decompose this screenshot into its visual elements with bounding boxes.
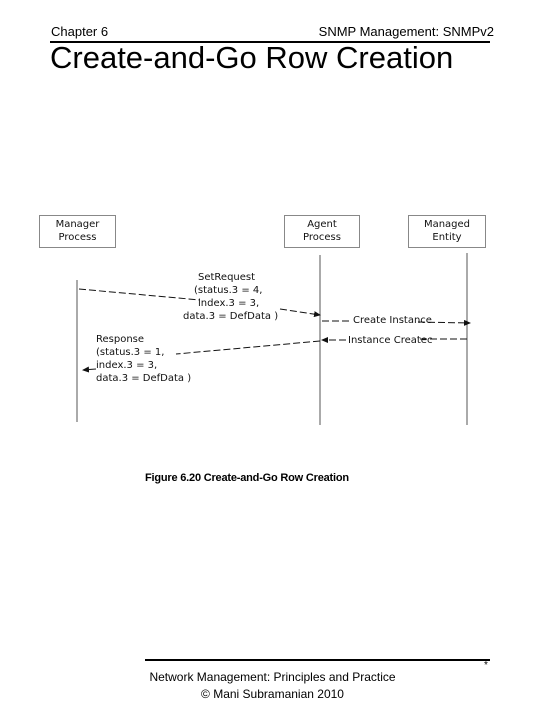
agent-box-line2: Process [303,232,341,243]
set-request-arrow [78,288,320,315]
response-line: data.3 = DefData ) [96,373,192,384]
response-label: Response (status.3 = 1, index.3 = 3, dat… [96,333,191,385]
footer-rule [145,659,490,661]
instance-created-label: Instance Createc [348,335,433,346]
slide-title: Create-and-Go Row Creation [50,40,454,75]
create-instance-label: Create Instance [353,315,432,326]
header-rule [50,41,490,43]
set-request-line: SetRequest [198,272,256,283]
response-line: (status.3 = 1, [96,347,165,358]
set-request-label: SetRequest (status.3 = 4, index.3 = 3, d… [183,271,278,323]
figure-caption: Figure 6.20 Create-and-Go Row Creation [145,472,349,484]
footer-line2: © Mani Subramanian 2010 [201,687,344,701]
managed-entity-box: Managed Entity [408,215,486,248]
response-line: index.3 = 3, [96,360,158,371]
footer: Network Management: Principles and Pract… [145,669,400,703]
agent-box-line1: Agent [307,219,337,230]
manager-box-line1: Manager [55,219,100,230]
response-line: Response [96,334,145,345]
create-instance-arrow [322,321,470,323]
response-arrow [83,340,321,370]
manager-box-line2: Process [58,232,97,243]
header-chapter: Chapter 6 [51,24,109,39]
manager-process-box: Manager Process [39,215,116,248]
footer-line1: Network Management: Principles and Pract… [149,670,396,684]
entity-box-line1: Managed [423,219,471,230]
set-request-line: (status.3 = 4, [194,285,263,296]
footer-mark: * [484,660,488,671]
set-request-line: index.3 = 3, [198,298,260,309]
instance-created-arrow [322,339,467,340]
header-topic: SNMP Management: SNMPv2 [318,24,494,39]
set-request-line: data.3 = DefData ) [183,311,279,322]
agent-process-box: Agent Process [284,215,360,248]
entity-box-line2: Entity [432,232,462,243]
